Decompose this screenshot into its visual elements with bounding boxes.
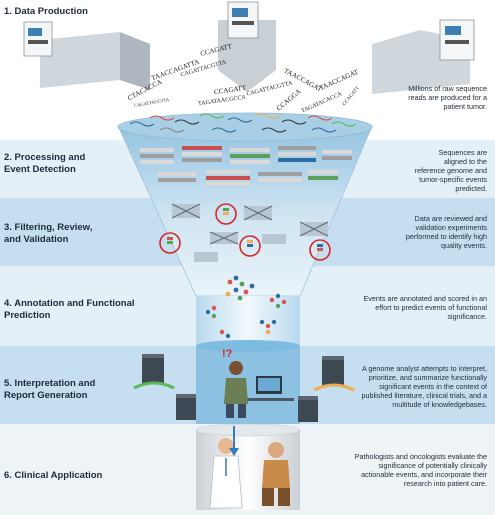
stage-title-filtering: 3. Filtering, Review,and Validation: [4, 222, 92, 246]
server-icon: [298, 396, 318, 422]
sequencer-icon: [24, 22, 150, 90]
clinical-cylinder-top: [196, 424, 300, 436]
server-icon: [176, 394, 196, 420]
stage-desc-interpretation: A genome analyst attempts to interpret,p…: [337, 364, 487, 409]
analyst-exclamation: !?: [222, 348, 232, 360]
funnel-rim: [118, 113, 372, 141]
interpretation-cylinder: [196, 346, 300, 424]
stage-title-clinical: 6. Clinical Application: [4, 470, 102, 482]
stage-desc-clinical: Pathologists and oncologists evaluate th…: [327, 452, 487, 488]
stage-title-data-production: 1. Data Production: [4, 6, 88, 18]
cylinder-top: [196, 340, 300, 352]
sequencer-icon: [372, 20, 474, 94]
